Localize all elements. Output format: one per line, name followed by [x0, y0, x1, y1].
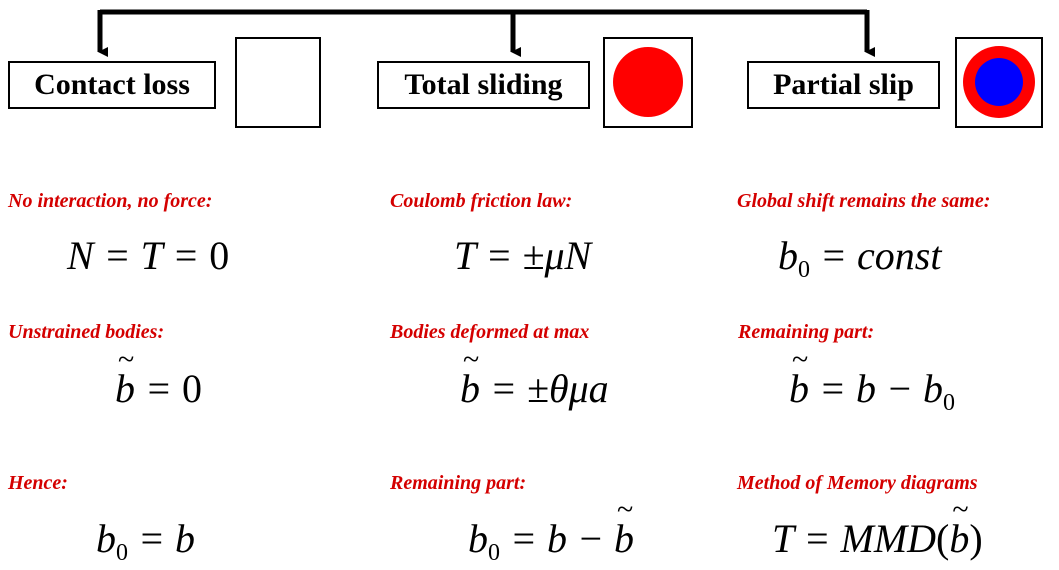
equation-coulomb: T = ±μN [454, 233, 592, 278]
state-total-sliding: Total sliding [377, 61, 590, 109]
equation-b0-equals-b: b0 = b [96, 516, 195, 566]
caption-remaining-part-slip: Remaining part: [738, 321, 875, 343]
red-disk-icon [603, 37, 693, 128]
equation-btilde-max: b = ±θμa [460, 343, 609, 412]
red-blue-ring-icon [955, 37, 1043, 128]
state-partial-slip: Partial slip [747, 61, 940, 109]
caption-bodies-deformed: Bodies deformed at max [390, 321, 590, 343]
caption-unstrained-bodies: Unstrained bodies: [8, 321, 165, 343]
caption-no-interaction: No interaction, no force: [8, 190, 213, 212]
empty-square-icon [235, 37, 321, 128]
equation-btilde-zero: b = 0 [115, 343, 202, 412]
equation-mmd: T = MMD(b) [772, 493, 983, 562]
caption-remaining-part-sliding: Remaining part: [390, 472, 527, 494]
equation-b0-remaining: b0 = b − b [468, 493, 634, 567]
equation-btilde-remaining: b = b − b0 [789, 343, 955, 417]
state-contact-loss: Contact loss [8, 61, 216, 109]
caption-hence: Hence: [8, 472, 68, 494]
caption-global-shift: Global shift remains the same: [737, 190, 991, 212]
equation-n-t-zero: N = T = 0 [67, 233, 230, 278]
caption-memory-diagrams: Method of Memory diagrams [737, 472, 978, 494]
caption-coulomb-law: Coulomb friction law: [390, 190, 573, 212]
equation-b0-const: b0 = const [778, 233, 942, 283]
